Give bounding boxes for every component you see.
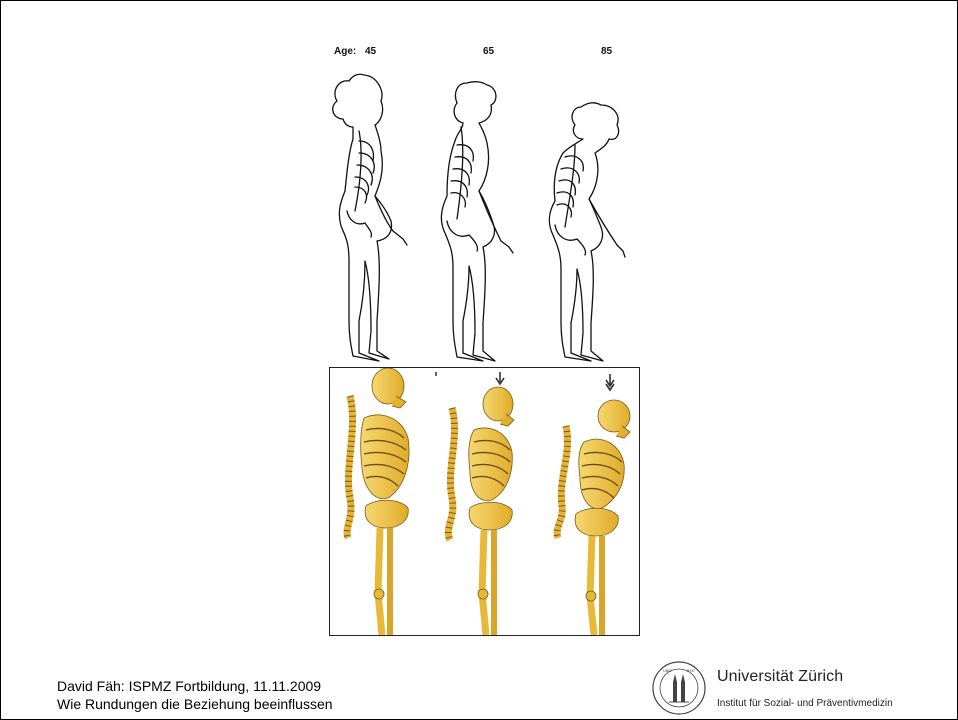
age-45-label: 45: [365, 46, 376, 57]
footer: David Fäh: ISPMZ Fortbildung, 11.11.2009…: [57, 677, 333, 713]
university-seal-icon: UNIV RSIT: [651, 660, 707, 716]
age-label: Age:: [334, 46, 356, 57]
skeleton-age-45: [347, 368, 409, 635]
figure-age-85: [549, 103, 625, 361]
age-85-label: 85: [601, 46, 612, 57]
figure-age-65: [441, 82, 513, 361]
svg-text:RSIT: RSIT: [687, 669, 696, 673]
university-name: Universität Zürich: [717, 668, 843, 686]
posture-figures-illustration: [319, 61, 639, 366]
skeleton-age-85: [557, 374, 630, 635]
figure-age-45: [333, 74, 407, 361]
footer-line-title: Wie Rundungen die Beziehung beeinflussen: [57, 695, 333, 713]
age-65-label: 65: [483, 46, 494, 57]
skeleton-panel: [329, 367, 640, 636]
skeleton-illustration: [330, 368, 639, 635]
skeleton-age-65: [436, 372, 514, 635]
footer-line-author: David Fäh: ISPMZ Fortbildung, 11.11.2009: [57, 677, 333, 695]
institute-name: Institut für Sozial- und Präventivmedizi…: [717, 698, 893, 709]
svg-text:UNIV: UNIV: [663, 669, 672, 673]
